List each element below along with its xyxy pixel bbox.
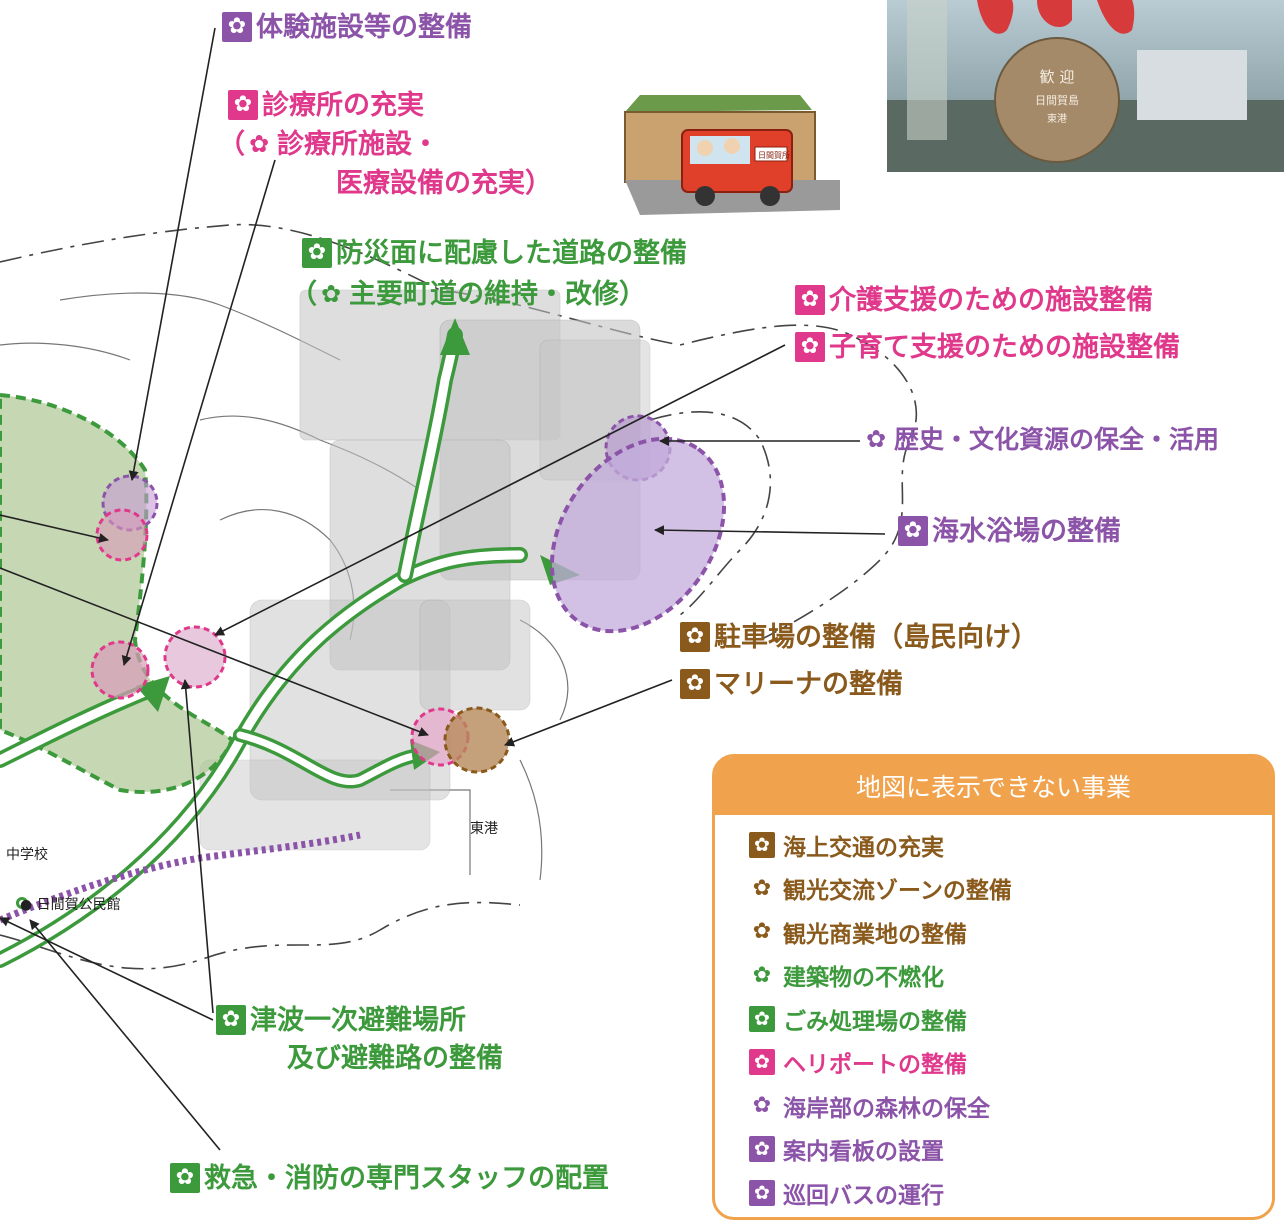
place-label-junior-high: 中学校 — [6, 847, 48, 863]
site-markers — [16, 414, 727, 909]
boxed-gear-icon: ✿ — [216, 1005, 246, 1035]
callout-text: （ — [218, 128, 245, 160]
gear-icon: ✿ — [248, 130, 270, 158]
boxed-gear-icon: ✿ — [228, 90, 258, 120]
gear-icon: ✿ — [752, 875, 772, 901]
callout-disaster-road: ✿ 防災面に配慮した道路の整備 — [302, 238, 687, 268]
callout-parking: ✿ 駐車場の整備（島民向け） — [680, 622, 1038, 652]
legend-item: ✿ ごみ処理場の整備 — [749, 997, 1272, 1041]
legend-item-label: 案内看板の設置 — [783, 1139, 944, 1166]
legend-item-label: 海岸部の森林の保全 — [783, 1095, 990, 1122]
callout-beach: ✿ 海水浴場の整備 — [898, 516, 1121, 546]
callout-text: （ — [290, 278, 317, 310]
callout-text: 子育て支援のための施設整備 — [829, 331, 1180, 363]
legend-item: ✿ 建築物の不燃化 — [749, 954, 1272, 998]
callout-experience-facilities: ✿ 体験施設等の整備 — [222, 12, 472, 42]
boxed-gear-icon: ✿ — [170, 1163, 200, 1193]
legend-item-label: 建築物の不燃化 — [783, 965, 944, 992]
place-label-east-port: 東港 — [470, 821, 498, 837]
callout-clinic-sub: （ ✿ 診療所施設・ — [218, 130, 439, 158]
callout-text: 防災面に配慮した道路の整備 — [336, 237, 687, 269]
callout-emergency-staff: ✿ 救急・消防の専門スタッフの配置 — [170, 1163, 609, 1193]
legend-item: ✿ 案内看板の設置 — [749, 1128, 1272, 1172]
callout-text: マリーナの整備 — [714, 668, 903, 700]
callout-care-support: ✿ 介護支援のための施設整備 — [795, 285, 1153, 315]
callout-text: 救急・消防の専門スタッフの配置 — [204, 1162, 609, 1194]
legend-item: ✿ 巡回バスの運行 — [749, 1171, 1272, 1215]
boxed-gear-icon: ✿ — [302, 238, 332, 268]
gear-icon: ✿ — [865, 425, 887, 453]
legend-item-label: 観光交流ゾーンの整備 — [783, 878, 1012, 905]
callout-child-support: ✿ 子育て支援のための施設整備 — [795, 332, 1180, 362]
boxed-gear-icon: ✿ — [749, 1179, 775, 1206]
boxed-gear-icon: ✿ — [680, 622, 710, 652]
legend-item: ✿ 海上交通の充実 — [749, 823, 1272, 867]
callout-text: 歴史・文化資源の保全・活用 — [894, 424, 1220, 454]
legend-item-label: ヘリポートの整備 — [783, 1052, 967, 1079]
gear-icon: ✿ — [752, 1093, 772, 1119]
coastline — [0, 223, 918, 970]
community-hall-text: 日間賀公民館 — [36, 897, 121, 913]
callout-tsunami-sub: 及び避難路の整備 — [287, 1045, 503, 1072]
unmappable-projects-box: 地図に表示できない事業 ✿ 海上交通の充実 ✿ 観光交流ゾーンの整備 ✿ 観光商業地の整備… — [712, 754, 1275, 1220]
callout-text: 海水浴場の整備 — [932, 515, 1121, 547]
boxed-gear-icon: ✿ — [222, 12, 252, 42]
boxed-gear-icon: ✿ — [795, 285, 825, 315]
leader-arrows — [0, 27, 886, 1151]
legend-list: ✿ 海上交通の充実 ✿ 観光交流ゾーンの整備 ✿ 観光商業地の整備 ✿ 建築物の不燃化 ✿ ごみ処… — [715, 815, 1272, 1215]
gear-icon: ✿ — [752, 962, 772, 988]
photo-sign-line1: 歓 迎 — [1040, 68, 1075, 86]
legend-item-label: 海上交通の充実 — [783, 834, 944, 861]
truck-sign: 日間賀所 — [758, 150, 790, 160]
legend-item-label: 巡回バスの運行 — [783, 1182, 944, 1209]
boxed-gear-icon: ✿ — [749, 1136, 775, 1163]
callout-text: 介護支援のための施設整備 — [829, 284, 1153, 316]
callout-tsunami-evacuation: ✿ 津波一次避難場所 — [216, 1005, 466, 1035]
callout-clinic-sub2: 医療設備の充実） — [336, 170, 552, 197]
boxed-gear-icon: ✿ — [749, 1005, 775, 1032]
place-label-community-hall: ● 日間賀公民館 — [20, 897, 121, 913]
boxed-gear-icon: ✿ — [749, 831, 775, 858]
green-zone — [0, 392, 235, 794]
legend-item: ✿ 観光交流ゾーンの整備 — [749, 867, 1272, 911]
boxed-gear-icon: ✿ — [680, 669, 710, 699]
gear-icon: ✿ — [320, 280, 342, 308]
callout-text: 及び避難路の整備 — [287, 1043, 503, 1074]
callout-clinic: ✿ 診療所の充実 — [228, 90, 424, 120]
boxed-gear-icon: ✿ — [749, 1049, 775, 1076]
boxed-gear-icon: ✿ — [795, 332, 825, 362]
callout-marina: ✿ マリーナの整備 — [680, 669, 903, 699]
welcome-octopus-photo: 歓 迎 日間賀島 東港 — [887, 0, 1284, 172]
photo-sign-line2: 日間賀島 — [1035, 93, 1079, 107]
boxed-gear-icon: ✿ — [898, 516, 928, 546]
callout-text: 主要町道の維持・改修） — [349, 278, 646, 310]
callout-text: 診療所施設・ — [277, 128, 439, 160]
photo-sign-line3: 東港 — [1047, 112, 1067, 125]
callout-text: 体験施設等の整備 — [256, 11, 472, 43]
legend-item: ✿ 観光商業地の整備 — [749, 910, 1272, 954]
callout-text: 駐車場の整備（島民向け） — [714, 621, 1038, 653]
legend-item: ✿ 海岸部の森林の保全 — [749, 1084, 1272, 1128]
callout-text: 医療設備の充実） — [336, 168, 552, 199]
gear-icon: ✿ — [752, 919, 772, 945]
callout-text: 津波一次避難場所 — [250, 1004, 466, 1036]
legend-title: 地図に表示できない事業 — [715, 757, 1272, 815]
callout-road-sub: （ ✿ 主要町道の維持・改修） — [290, 280, 646, 308]
garbage-truck-illustration: 日間賀所 — [624, 95, 840, 215]
legend-item-label: ごみ処理場の整備 — [783, 1008, 967, 1035]
legend-item-label: 観光商業地の整備 — [783, 921, 967, 948]
callout-history-culture: ✿ 歴史・文化資源の保全・活用 — [862, 425, 1219, 453]
callout-text: 診療所の充実 — [262, 89, 424, 121]
legend-item: ✿ ヘリポートの整備 — [749, 1041, 1272, 1085]
